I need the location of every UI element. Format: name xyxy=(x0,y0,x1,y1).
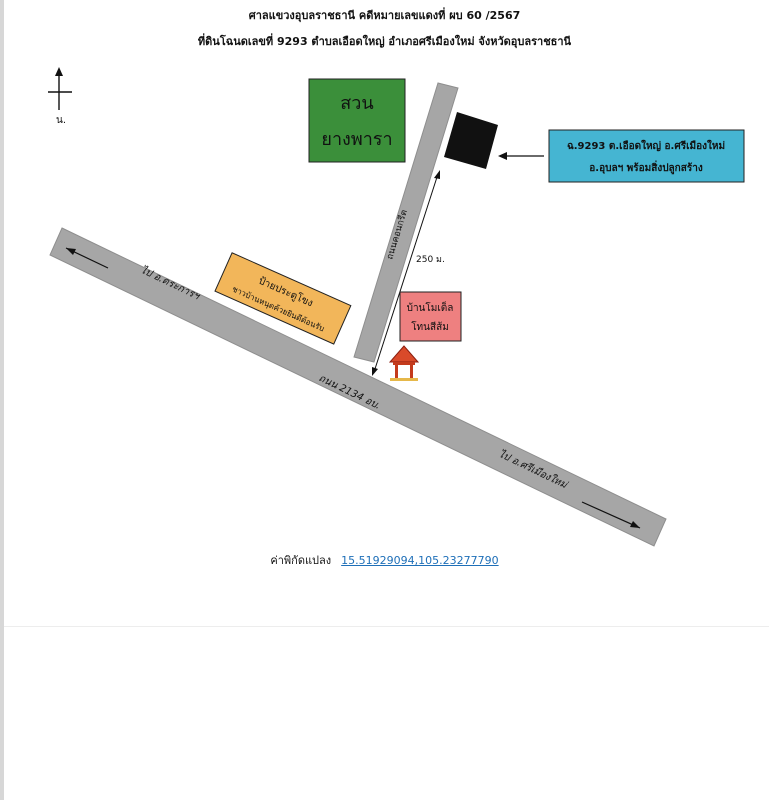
header-land-line: ที่ดินโฉนดเลขที่ 9293 ตำบลเอือดใหญ่ อำเภ… xyxy=(197,35,572,48)
motel-label-line1: บ้านโมเต็ล xyxy=(407,300,454,314)
main-road xyxy=(49,227,667,547)
blank-page-area xyxy=(4,626,769,800)
motel-label-line2: โทนสีส้ม xyxy=(411,320,449,333)
parcel-label-line1: ฉ.9293 ต.เอือดใหญ่ อ.ศรีเมืองใหม่ xyxy=(567,139,725,152)
parcel-label-line2: อ.อุบลฯ พร้อมสิ่งปลูกสร้าง xyxy=(589,160,703,175)
arrow-to-srimuangmai xyxy=(581,501,641,529)
pointer-arrow xyxy=(498,152,544,160)
target-parcel-building xyxy=(444,112,498,169)
location-map: ไป อ.ตระการฯ ถนน 2134 อบ. ไป อ.ศรีเมืองใ… xyxy=(48,67,745,547)
north-label: น. xyxy=(56,115,66,126)
distance-label: 250 ม. xyxy=(416,255,445,265)
rubber-plantation-line1: สวน xyxy=(340,93,373,114)
rubber-plantation-box xyxy=(308,78,406,163)
header-court-line: ศาลแขวงอุบลราชธานี คดีหมายเลขแดงที่ ผบ 6… xyxy=(248,9,521,22)
north-arrow-icon xyxy=(48,67,72,110)
arrow-to-trakan xyxy=(65,247,109,269)
coordinates-link[interactable]: 15.51929094,105.23277790 xyxy=(341,554,499,567)
distance-arrow xyxy=(372,170,440,376)
coordinates-row: ค่าพิกัดแปลง 15.51929094,105.23277790 xyxy=(0,551,769,569)
coordinates-label: ค่าพิกัดแปลง xyxy=(270,554,332,567)
page-frame-edge xyxy=(0,0,4,800)
parcel-label-box xyxy=(548,129,745,183)
motel-label-box xyxy=(399,291,462,342)
rubber-plantation-line2: ยางพารา xyxy=(321,129,392,150)
pavilion-gate-icon xyxy=(388,345,420,381)
concrete-road xyxy=(353,82,459,363)
